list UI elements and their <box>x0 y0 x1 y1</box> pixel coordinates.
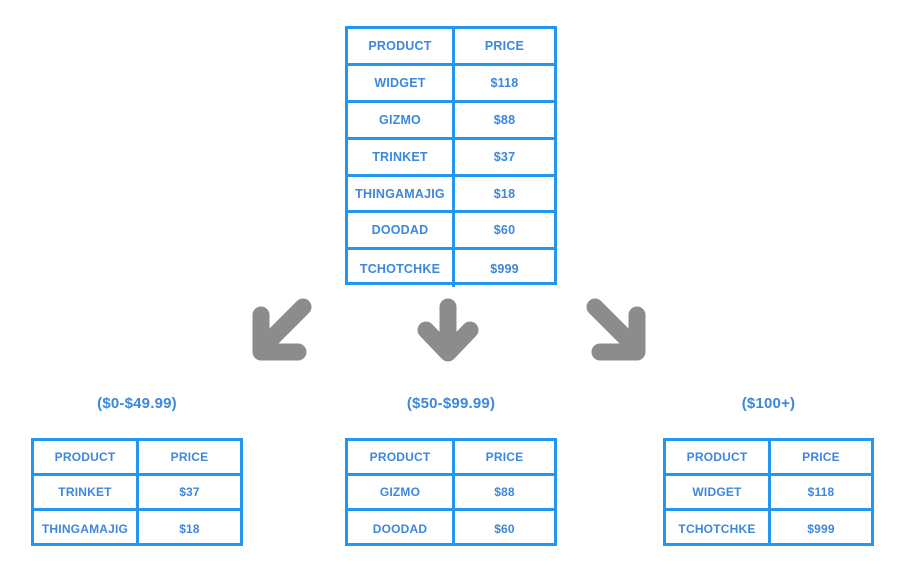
arrow-down-left-icon <box>243 297 313 372</box>
column-header-price: PRICE <box>484 38 525 53</box>
cell-product: THINGAMAJIG <box>34 511 139 546</box>
cell-product: GIZMO <box>348 476 455 508</box>
cell-price: $118 <box>807 485 835 499</box>
table-header-row: PRODUCT PRICE <box>348 29 554 66</box>
column-header-product: PRODUCT <box>348 441 455 473</box>
group-label-low: ($0-$49.99) <box>97 395 177 412</box>
cell-price: $18 <box>179 521 200 536</box>
cell-product: TRINKET <box>34 476 139 508</box>
table-header-row: PRODUCT PRICE <box>666 441 871 476</box>
cell-product: TCHOTCHKE <box>666 511 771 546</box>
cell-price: $88 <box>493 112 516 127</box>
group-table-low: PRODUCT PRICE TRINKET $37 THINGAMAJIG $1… <box>31 438 243 546</box>
column-header-price: PRICE <box>802 450 840 464</box>
cell-product: DOODAD <box>348 511 455 546</box>
cell-price: $37 <box>493 149 516 164</box>
table-row: THINGAMAJIG $18 <box>34 511 240 546</box>
table-row: THINGAMAJIG $18 <box>348 176 554 214</box>
column-header-product: PRODUCT <box>348 29 455 63</box>
cell-price: $88 <box>494 485 515 499</box>
column-header-product: PRODUCT <box>34 441 139 473</box>
column-header-price: PRICE <box>170 450 209 464</box>
cell-product: THINGAMAJIG <box>348 176 455 211</box>
table-row: TCHOTCHKE $999 <box>666 511 871 546</box>
table-row: TCHOTCHKE $999 <box>348 250 554 288</box>
cell-product: GIZMO <box>348 102 455 137</box>
group-label-mid: ($50-$99.99) <box>406 395 496 412</box>
cell-product: WIDGET <box>666 476 771 508</box>
cell-price: $999 <box>807 521 835 536</box>
group-table-high: PRODUCT PRICE WIDGET $118 TCHOTCHKE $999 <box>663 438 874 546</box>
arrow-down-icon <box>413 297 483 372</box>
cell-price: $60 <box>494 521 515 536</box>
table-row: WIDGET $118 <box>666 476 871 511</box>
table-row: TRINKET $37 <box>348 139 554 177</box>
group-table-mid: PRODUCT PRICE GIZMO $88 DOODAD $60 <box>345 438 557 546</box>
cell-product: TRINKET <box>348 139 455 174</box>
arrow-down-right-icon <box>583 297 653 372</box>
table-header-row: PRODUCT PRICE <box>34 441 240 476</box>
table-header-row: PRODUCT PRICE <box>348 441 554 476</box>
table-row: TRINKET $37 <box>34 476 240 511</box>
table-row: GIZMO $88 <box>348 102 554 140</box>
table-row: DOODAD $60 <box>348 511 554 546</box>
table-row: WIDGET $118 <box>348 65 554 103</box>
table-row: GIZMO $88 <box>348 476 554 511</box>
table-row: DOODAD $60 <box>348 213 554 251</box>
cell-product: DOODAD <box>348 213 455 248</box>
cell-price: $60 <box>493 223 516 238</box>
group-label-high: ($100+) <box>741 395 796 412</box>
cell-price: $37 <box>179 485 200 499</box>
cell-product: TCHOTCHKE <box>348 250 455 288</box>
source-table: PRODUCT PRICE WIDGET $118 GIZMO $88 TRIN… <box>345 26 557 288</box>
cell-price: $118 <box>490 75 519 90</box>
column-header-price: PRICE <box>485 450 524 464</box>
cell-price: $18 <box>493 186 516 201</box>
cell-price: $999 <box>490 261 519 276</box>
column-header-product: PRODUCT <box>666 441 771 473</box>
cell-product: WIDGET <box>348 65 455 100</box>
